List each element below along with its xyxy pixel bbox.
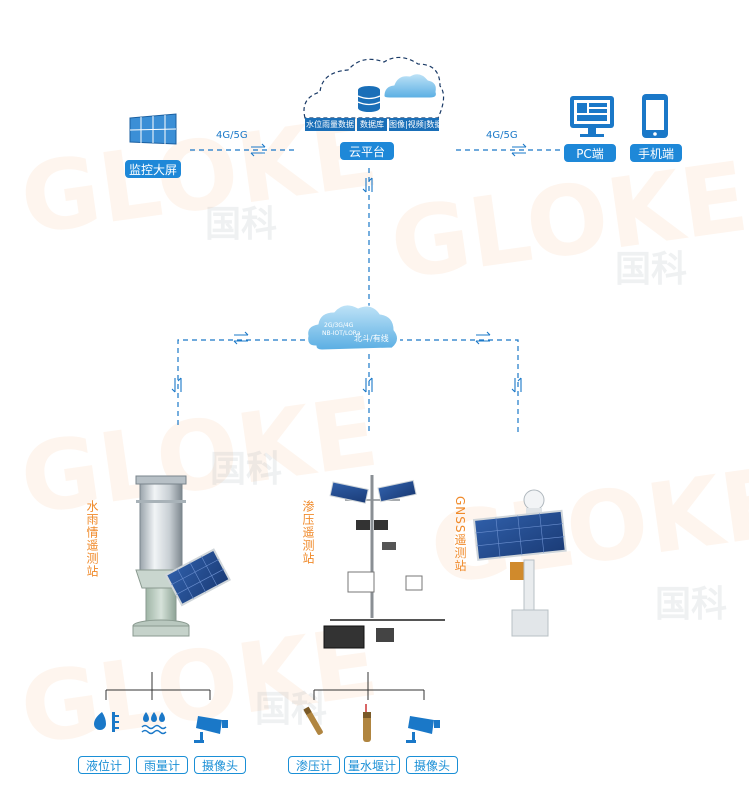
monitor-wall-label: 监控大屏	[125, 160, 181, 178]
network-protocols-line3: 北斗/有线	[354, 334, 389, 343]
network-cloud	[307, 304, 398, 351]
device-tree-lines	[105, 672, 425, 700]
camera-icon	[406, 716, 440, 743]
piezometer-icon	[303, 706, 323, 735]
cloud-storage-icon	[383, 73, 437, 99]
device-label-camera: 摄像头	[406, 756, 458, 774]
database-icon	[357, 86, 381, 112]
camera-icon	[194, 716, 228, 743]
device-label-liquid-level: 液位计	[78, 756, 130, 774]
seepage-station-device	[323, 475, 445, 649]
rain-water-station-device	[132, 475, 231, 637]
device-label-piezometer: 渗压计	[288, 756, 340, 774]
monitor-wall-icon	[129, 113, 177, 145]
gnss-station-device	[472, 489, 567, 637]
watermark-text: 国科	[655, 584, 728, 625]
left-link-label: 4G/5G	[216, 130, 248, 141]
platform-links	[177, 149, 560, 432]
device-label-rain-gauge: 雨量计	[136, 756, 188, 774]
cloud-platform-label: 云平台	[340, 142, 394, 160]
cloud-platform	[303, 56, 445, 131]
station-label-gnss: GNSS遥测站	[453, 496, 467, 573]
station-label-rain-water: 水雨情遥测站	[85, 500, 99, 578]
right-link-label: 4G/5G	[486, 130, 518, 141]
liquid-level-icon	[94, 712, 119, 732]
device-label-camera: 摄像头	[194, 756, 246, 774]
weir-meter-icon	[363, 704, 371, 742]
station-label-seepage: 渗压遥测站	[301, 500, 315, 565]
cloud-tag-database: 数据库	[360, 120, 384, 129]
cloud-tag-water-rain: 水位雨量数据	[306, 120, 354, 129]
rain-gauge-icon	[141, 712, 167, 735]
watermark-text: 国科	[210, 449, 283, 490]
mobile-phone-icon	[642, 94, 668, 138]
network-protocols-line1: 2G/3G/4G	[324, 322, 354, 329]
data-flow-arrows	[171, 143, 527, 393]
pc-label: PC端	[564, 144, 616, 162]
pc-icon	[570, 96, 614, 137]
watermark-text: 国科	[205, 204, 278, 245]
mobile-label: 手机端	[630, 144, 682, 162]
network-protocols-line2: NB-IOT/LORa	[322, 330, 361, 337]
device-label-weir-meter: 量水堰计	[344, 756, 400, 774]
cloud-tag-image-video: 图像|视频|数据	[389, 120, 443, 129]
watermark-text: 国科	[615, 249, 688, 290]
